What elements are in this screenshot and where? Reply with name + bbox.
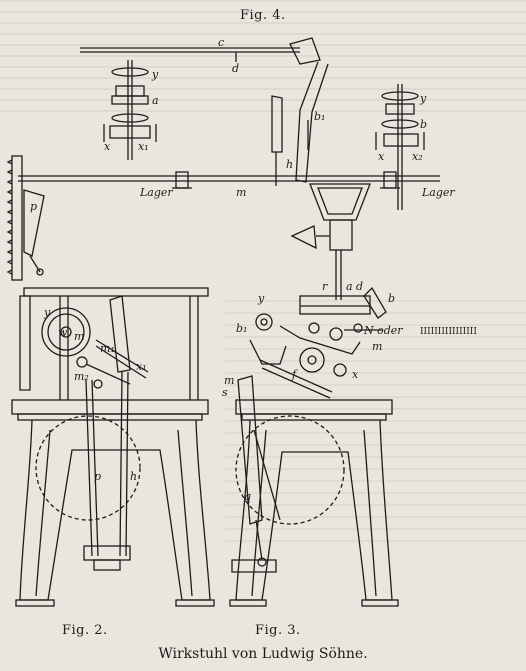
fig2-drawing: [11, 287, 215, 607]
label-b-right: b: [420, 118, 427, 131]
label-p-fig2: p: [94, 470, 101, 483]
label-x-left: x: [104, 140, 111, 153]
caption: Wirkstuhl von Ludwig Söhne.: [158, 646, 368, 662]
label-x-fig3: x: [352, 368, 359, 381]
label-y-left: y: [151, 68, 159, 81]
label-b1: b₁: [314, 110, 325, 123]
label-h-fig2: h: [130, 470, 137, 483]
label-x-right: x: [378, 150, 385, 163]
label-h-fig4: h: [286, 158, 293, 171]
label-a-fig3: a: [346, 280, 353, 293]
label-n-code: IIIIIIIIIIIIIIII: [420, 327, 477, 337]
label-a-left: a: [152, 94, 159, 107]
hopper-assembly: [290, 183, 371, 300]
fig3-label: Fig. 3.: [255, 623, 301, 638]
label-x1-left: x₁: [138, 140, 149, 153]
label-m2-fig2: m₂: [74, 370, 89, 383]
label-m1-fig2: m₁: [100, 342, 115, 355]
fig4-drawing: [6, 37, 440, 281]
label-x2-right: x₂: [412, 150, 423, 163]
label-w-fig2: w: [58, 326, 68, 339]
label-d-fig3: d: [356, 280, 363, 293]
label-y-right: y: [419, 92, 427, 105]
label-s-fig3: s: [222, 386, 228, 399]
fig4-label: Fig. 4.: [240, 8, 286, 23]
label-b1-fig3: b₁: [236, 322, 247, 335]
bleed-through-text-top: [0, 0, 526, 120]
fig3-drawing: [229, 286, 399, 607]
label-c: c: [218, 36, 224, 49]
label-m-left-fig3: m: [224, 374, 234, 387]
label-y-fig3: y: [257, 292, 265, 305]
label-m-right-fig3: m: [372, 340, 382, 353]
label-b-fig3: b: [388, 292, 395, 305]
label-lager-right: Lager: [421, 186, 455, 199]
label-m-fig4: m: [236, 186, 246, 199]
label-d: d: [232, 62, 239, 75]
drawing-labels: y a x x₁ y b x x₂ c d b₁ h m p Lager Lag…: [30, 36, 477, 503]
fig2-label: Fig. 2.: [62, 623, 108, 638]
label-f-fig3: f: [291, 368, 298, 381]
label-q-fig3: q: [244, 490, 251, 503]
label-n-oder: N oder: [363, 324, 403, 337]
label-m-fig2: m: [74, 330, 84, 343]
label-p-fig4: p: [30, 200, 37, 213]
label-r-fig3: r: [322, 280, 328, 293]
label-x1-fig2: x₁: [136, 360, 147, 373]
label-lager-left: Lager: [139, 186, 173, 199]
label-y-fig2: y: [43, 306, 51, 319]
